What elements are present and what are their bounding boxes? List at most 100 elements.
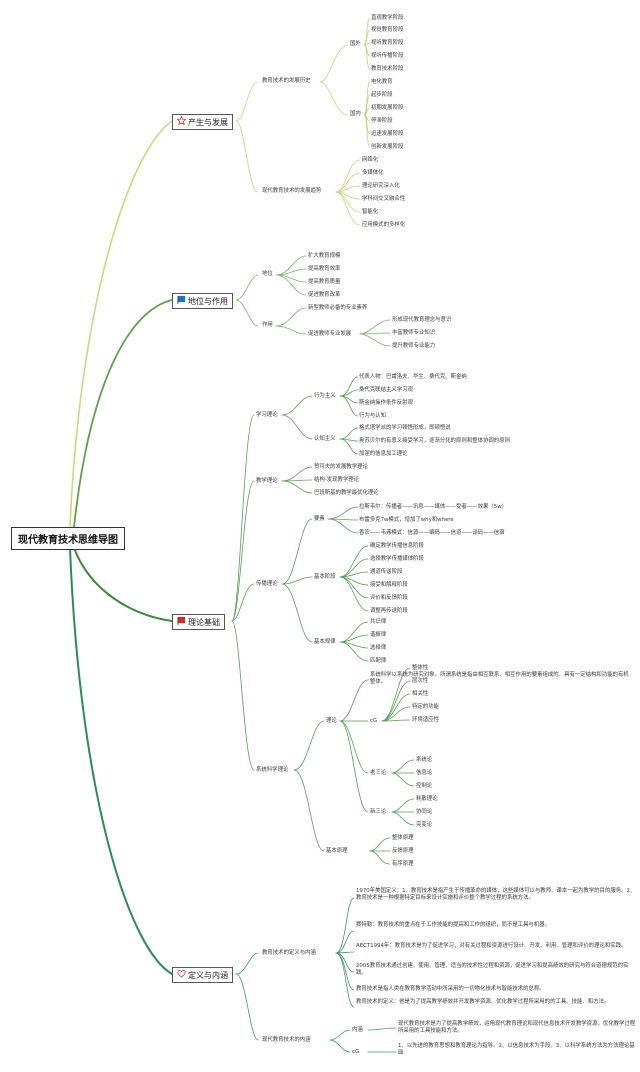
node-elements-item[interactable]: 香农——韦弗模式：信源——编码——信道——译码——信宿 [359,530,505,536]
node-content-text[interactable]: 现代教育技术是为了提高教学绩效，运用现代教育理论和现代信息技术开发教学资源，优化… [398,1021,636,1034]
node-abroad-item[interactable]: 教育技术阶段 [371,66,404,72]
node-principle-item[interactable]: 反馈原理 [392,848,414,854]
node-teaching-theory[interactable]: 教学理论 [256,478,278,484]
node-definition-item[interactable]: 2005教育技术通过创建、使用、管理、适当的技术性过程和资源，促进学习和提高绩效… [356,963,629,976]
node-cognitivism-item[interactable]: 格式塔学派的学习顿悟形成，即顿悟说 [359,425,451,431]
node-laws[interactable]: 基本规律 [314,639,336,645]
root-topic[interactable]: 现代教育技术思维导图 [11,527,125,550]
node-cg-item[interactable]: 环境适应性 [412,717,439,723]
node-cognitivism-item[interactable]: 奥苏贝尔的有意义接受学习，逐渐分化的原则和整体协调的原则 [359,438,510,444]
node-role[interactable]: 作用 [262,322,273,328]
node-domestic[interactable]: 国内 [350,111,361,117]
node-new-three-item[interactable]: 协同论 [416,809,433,815]
node-principle-item[interactable]: 有序原理 [392,861,414,867]
node-domestic-item[interactable]: 迅速发展阶段 [371,131,404,137]
branch-origin-development[interactable]: 产生与发展 [172,114,233,130]
node-domestic-item[interactable]: 初期发展阶段 [371,105,404,111]
node-trend[interactable]: 现代教育技术的发展趋势 [262,188,322,194]
node-law-item[interactable]: 谐振律 [370,632,387,638]
node-abroad-item[interactable]: 直观教学阶段 [371,15,404,21]
node-cg[interactable]: cG [370,718,378,724]
node-trend-item[interactable]: 应用模式的多样化 [362,222,406,228]
node-teaching-item[interactable]: 结构-发现教学理论 [314,477,360,483]
node-stage-item[interactable]: 接受和解释阶段 [370,582,408,588]
branch-theory-basis[interactable]: 理论基础 [172,614,225,630]
node-law-item[interactable]: 共识律 [370,619,387,625]
node-old-three-item[interactable]: 控制论 [416,783,433,789]
node-new-three-item[interactable]: 突变论 [416,822,433,828]
node-role-sub[interactable]: 提升教师专业能力 [392,343,436,349]
node-cg-item[interactable]: 相关性 [412,691,429,697]
node-status-item[interactable]: 扩大教育规模 [308,253,341,259]
node-history[interactable]: 教育技术的发展历史 [262,78,311,84]
node-status-item[interactable]: 提高教育质量 [308,279,341,285]
node-stage-item[interactable]: 调整再传送阶段 [370,608,408,614]
node-stages[interactable]: 基本阶段 [314,574,336,580]
node-abroad[interactable]: 国外 [350,41,361,47]
node-behaviorism-item[interactable]: 桑代克联结主义学习观 [359,387,413,393]
node-communication-theory[interactable]: 传播理论 [256,581,278,587]
node-law-item[interactable]: 匹配律 [370,658,387,664]
node-domestic-item[interactable]: 起步阶段 [371,92,393,98]
node-status[interactable]: 地位 [262,271,273,277]
node-old-three-item[interactable]: 系统论 [416,757,433,763]
node-domestic-item[interactable]: 电化教育 [371,79,393,85]
node-principle-item[interactable]: 整体原理 [392,835,414,841]
node-elements-item[interactable]: 布雷多克7w模式，增加了why和where [359,517,454,523]
node-stage-item[interactable]: 评价和反馈阶段 [370,595,408,601]
node-behaviorism-item[interactable]: 斯金纳操作条件反射观 [359,400,413,406]
node-definition-item[interactable]: 赛特勒：教育技术的重点在于工作技能的提高和工作的组织，而不是工具与机器。 [356,922,551,928]
node-cg-item[interactable]: 整体性 [412,665,429,671]
node-cg2[interactable]: cG [352,1049,360,1055]
node-modern-connotation[interactable]: 现代教育技术的内涵 [262,1037,311,1043]
node-new-three[interactable]: 新三论 [370,809,387,815]
node-law-item[interactable]: 选择律 [370,645,387,651]
node-cg-item[interactable]: 特定的功能 [412,704,439,710]
node-old-three[interactable]: 老三论 [370,770,387,776]
node-definition-item[interactable]: 教育技术是指人类在教育教学活动中所采用的一切物化技术与智能技术的总称。 [356,986,545,992]
node-cg-item[interactable]: 层次性 [412,678,429,684]
node-behaviorism[interactable]: 行为主义 [314,393,336,399]
branch-definition-connotation[interactable]: 定义与内涵 [172,967,233,983]
node-role-item[interactable]: 促进教师专业发展 [308,331,352,337]
node-definition-item[interactable]: 1970年美国定义：1、教育技术是指产生于传播革命的媒体，这些媒体可以与教师、课… [356,888,636,901]
node-old-three-item[interactable]: 信息论 [416,770,433,776]
node-behaviorism-item[interactable]: 行为与认知 [359,413,386,419]
node-cg2-text[interactable]: 1、以先进的教育思想和教育理论为指导。2、以信息技术为手段。3、以科学系统方法为… [398,1043,635,1056]
node-definition[interactable]: 教育技术的定义与内涵 [262,950,316,956]
node-theory-desc[interactable]: 系统科学以系统为研究对象。所谓系统是指由相互联系、相互作用的要素组成的、具有一定… [370,672,629,685]
node-stage-item[interactable]: 通道传送阶段 [370,569,403,575]
node-learning-theory[interactable]: 学习理论 [256,412,278,418]
branch-status-role[interactable]: 地位与作用 [172,293,233,309]
node-status-item[interactable]: 提高教育效率 [308,266,341,272]
node-definition-item[interactable]: 教育技术的定义：他是为了提高教学绩效并开发教学资源、优化教学过程所采用的的工具、… [356,999,610,1005]
node-trend-item[interactable]: 智能化 [362,209,379,215]
node-principles[interactable]: 基本原理 [326,848,348,854]
node-elements[interactable]: 要素 [314,516,325,522]
node-behaviorism-item[interactable]: 代表人物：巴甫洛夫、华生、桑代克、斯金纳 [359,374,467,380]
node-role-sub[interactable]: 形成现代教育理念与意识 [392,317,452,323]
node-trend-item[interactable]: 网络化 [362,157,379,163]
node-abroad-item[interactable]: 视觉教育阶段 [371,27,404,33]
node-stage-item[interactable]: 确定教学传播信息阶段 [370,543,424,549]
node-trend-item[interactable]: 学科间交叉融合性 [362,196,406,202]
node-trend-item[interactable]: 多媒体化 [362,170,384,176]
node-cognitivism[interactable]: 认知主义 [314,436,336,442]
node-content[interactable]: 内涵 [352,1027,363,1033]
node-abroad-item[interactable]: 视听教育阶段 [371,40,404,46]
node-theory[interactable]: 理论 [326,718,337,724]
node-cognitivism-item[interactable]: 加涅的信息加工理论 [359,451,408,457]
node-definition-item[interactable]: AECT1994年：教育技术是为了促进学习，对有关过程和资源进行设计、开发、利用… [356,943,627,949]
node-domestic-item[interactable]: 创新发展阶段 [371,144,404,150]
node-abroad-item[interactable]: 视听传播阶段 [371,53,404,59]
node-role-item[interactable]: 新型教师必备的专业素养 [308,305,368,311]
node-teaching-item[interactable]: 赞可夫的发展教学理论 [314,464,368,470]
node-status-item[interactable]: 促进教育改革 [308,292,341,298]
node-domestic-item[interactable]: 停滞阶段 [371,118,393,124]
node-role-sub[interactable]: 丰富教师专业知识 [392,330,436,336]
node-trend-item[interactable]: 理论研究深入化 [362,183,400,189]
node-new-three-item[interactable]: 耗散理论 [416,796,438,802]
node-systems-theory[interactable]: 系统科学理论 [256,767,289,773]
node-elements-item[interactable]: 拉斯韦尔：传播者——讯息——媒体——受者——效果（5w） [359,504,507,510]
node-teaching-item[interactable]: 巴班斯基的教学最优化理论 [314,490,379,496]
